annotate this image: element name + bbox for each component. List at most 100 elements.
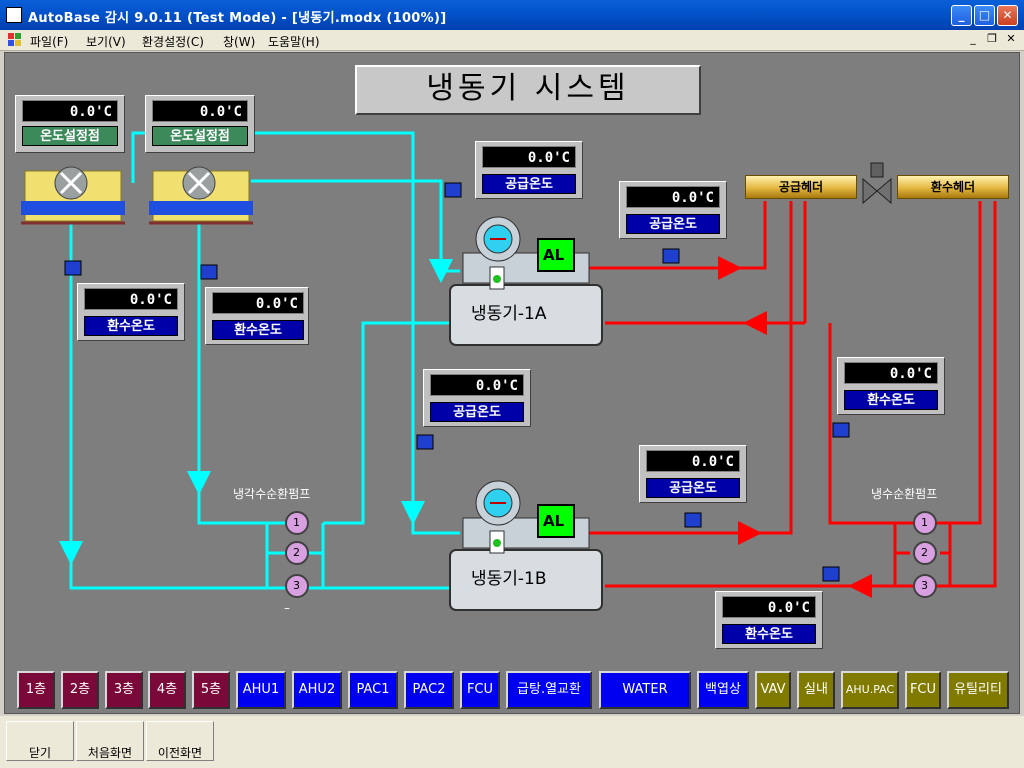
menu-bar: 파일(F) 보기(V) 환경설정(C) 창(W) 도움말(H) _ ❐ ✕ [0,30,1024,51]
ct1-setpoint-readout: 0.0'C [22,100,118,122]
nav-ahu1[interactable]: AHU1 [236,671,286,709]
nav-water[interactable]: WATER [599,671,691,709]
system-title: 냉동기 시스템 [355,65,701,115]
header-return-readout: 0.0'C [844,362,938,384]
nav-indoor[interactable]: 실내 [797,671,835,709]
chilled-pump-group[interactable] [913,511,937,598]
ct1-return-readout: 0.0'C [84,288,178,310]
document-icon [8,33,21,46]
pump-return-label: 환수온도 [722,624,816,644]
nav-vav[interactable]: VAV [755,671,791,709]
nav-pac1[interactable]: PAC1 [348,671,398,709]
mdi-minimize-button[interactable]: _ [970,32,976,45]
ct2-return-label: 환수온도 [212,320,304,340]
ch1a-out-label: 공급온도 [626,214,720,234]
chiller-1b-name: 냉동기-1B [471,569,547,589]
nav-floor-4[interactable]: 4층 [148,671,186,709]
alarm-1a-text: AL [543,246,565,264]
maximize-button[interactable]: □ [974,5,995,26]
ct2-return-readout: 0.0'C [212,292,304,314]
ch1a-supply-readout: 0.0'C [482,146,576,168]
nav-fcu[interactable]: FCU [460,671,500,709]
alarm-1b-text: AL [543,512,565,530]
ct1-return-label: 환수온도 [84,316,178,336]
chilled-pump-label: 냉수순환펌프 [871,487,938,501]
header-return-panel: 0.0'C 환수온도 [837,357,945,415]
supply-header[interactable]: 공급헤더 [745,175,857,199]
condenser-pump-note: – [284,601,290,615]
condenser-pump-1-number: 1 [293,516,300,529]
chiller-1a[interactable] [449,216,603,346]
condenser-pump-group[interactable] [285,511,309,598]
title-bar: AutoBase 감시 9.0.11 (Test Mode) - [냉동기.mo… [0,0,1024,30]
condenser-pump-label: 냉각수순환펌프 [233,487,311,501]
sensor-icon [662,248,680,264]
ct2-panel: 0.0'C 온도설정점 [145,95,255,153]
nav-ahu-pac[interactable]: AHU.PAC [841,671,899,709]
chiller-1a-name: 냉동기-1A [471,304,547,324]
mdi-restore-button[interactable]: ❐ [987,32,997,45]
nav-floor-2[interactable]: 2층 [61,671,99,709]
menu-settings[interactable]: 환경설정(C) [142,35,204,49]
nav-pac2[interactable]: PAC2 [404,671,454,709]
sensor-icon [684,512,702,528]
nav-hot-water-exchanger[interactable]: 급탕.열교환 [506,671,592,709]
ch1b-supply-readout: 0.0'C [430,374,524,396]
ct2-return-panel: 0.0'C 환수온도 [205,287,309,345]
return-header[interactable]: 환수헤더 [897,175,1009,199]
header-valve-icon[interactable] [862,162,892,205]
ct2-setpoint-readout: 0.0'C [152,100,248,122]
condenser-pump-2-number: 2 [293,546,300,559]
ct2-setpoint-label[interactable]: 온도설정점 [152,126,248,146]
nav-weather-station[interactable]: 백엽상 [697,671,749,709]
mdi-close-button[interactable]: ✕ [1006,32,1016,45]
nav-ahu2[interactable]: AHU2 [292,671,342,709]
sensor-icon [416,434,434,450]
sensor-icon [64,260,82,276]
bottom-toolbar: 닫기 처음화면 이전화면 [0,716,1024,768]
header-return-label: 환수온도 [844,390,938,410]
ch1a-supply-panel: 0.0'C 공급온도 [475,141,583,199]
chilled-pump-3-number: 3 [921,579,928,592]
ct1-setpoint-label[interactable]: 온도설정점 [22,126,118,146]
menu-window[interactable]: 창(W) [223,35,256,49]
nav-floor-1[interactable]: 1층 [17,671,55,709]
pump-return-readout: 0.0'C [722,596,816,618]
menu-file[interactable]: 파일(F) [30,35,69,49]
ch1a-out-readout: 0.0'C [626,186,720,208]
ch1a-supply-label: 공급온도 [482,174,576,194]
close-button[interactable]: ✕ [997,5,1018,26]
ch1b-supply-label: 공급온도 [430,402,524,422]
alarm-indicator-1a[interactable] [537,238,575,272]
ch1b-supply-panel: 0.0'C 공급온도 [423,369,531,427]
scada-canvas: 냉동기 시스템 0.0'C 온도설정점 0.0'C 온도설정점 0.0'C 환수… [4,52,1020,714]
cooling-tower-1[interactable] [21,166,125,225]
window-title: AutoBase 감시 9.0.11 (Test Mode) - [냉동기.mo… [28,11,447,26]
app-icon [6,7,22,23]
nav-floor-3[interactable]: 3층 [105,671,143,709]
ch1a-out-panel: 0.0'C 공급온도 [619,181,727,239]
ch1b-out-panel: 0.0'C 공급온도 [639,445,747,503]
screen-nav-bar: 1층 2층 3층 4층 5층 AHU1 AHU2 PAC1 PAC2 FCU 급… [17,671,1013,709]
sensor-icon [200,264,218,280]
minimize-button[interactable]: _ [951,5,972,26]
previous-screen-button[interactable]: 이전화면 [146,721,214,761]
chiller-1b[interactable] [449,480,603,611]
nav-fcu-olive[interactable]: FCU [905,671,941,709]
cooling-tower-2[interactable] [149,166,253,225]
sensor-icon [444,182,462,198]
chilled-pump-1-number: 1 [921,516,928,529]
close-screen-button[interactable]: 닫기 [6,721,74,761]
ct1-return-panel: 0.0'C 환수온도 [77,283,185,341]
nav-utility[interactable]: 유틸리티 [947,671,1009,709]
nav-floor-5[interactable]: 5층 [192,671,230,709]
menu-help[interactable]: 도움말(H) [268,35,320,49]
menu-view[interactable]: 보기(V) [86,35,126,49]
ch1b-out-label: 공급온도 [646,478,740,498]
chilled-pump-2-number: 2 [921,546,928,559]
sensor-icon [832,422,850,438]
pump-return-panel: 0.0'C 환수온도 [715,591,823,649]
condenser-pump-3-number: 3 [293,579,300,592]
alarm-indicator-1b[interactable] [537,504,575,538]
home-screen-button[interactable]: 처음화면 [76,721,144,761]
